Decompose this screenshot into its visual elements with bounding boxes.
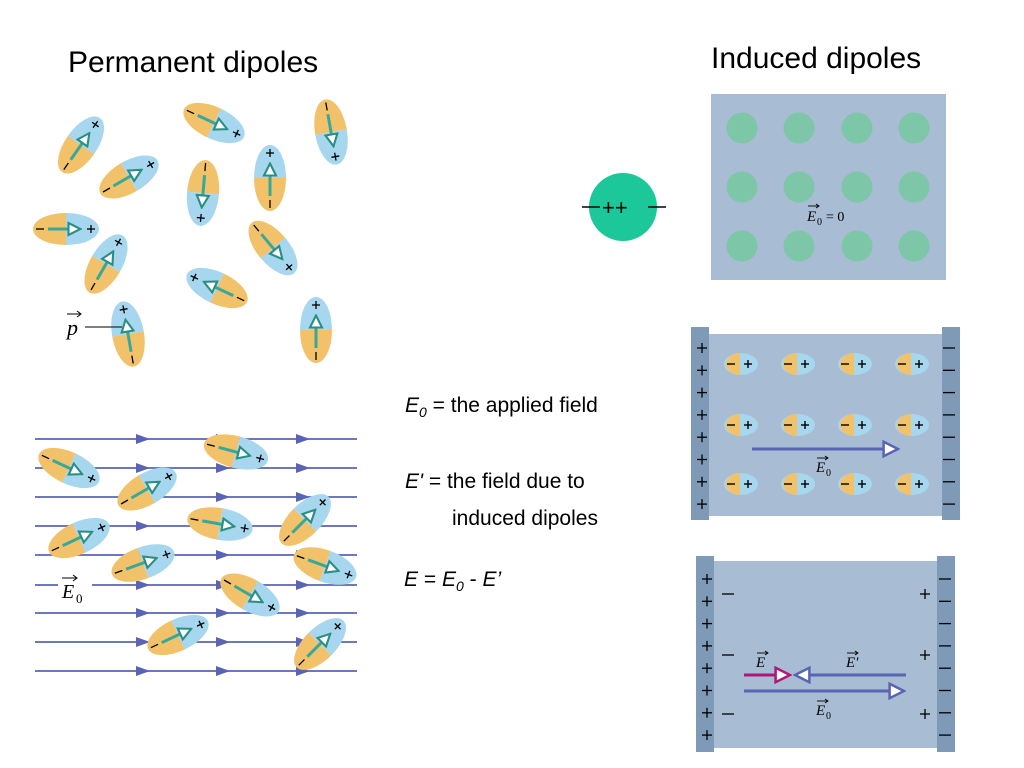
aligned-dipole xyxy=(38,447,100,489)
svg-text:E′: E′ xyxy=(845,655,859,671)
equation-net-field: E = E0 - E’ xyxy=(404,568,502,595)
plate-plus-charge xyxy=(697,454,707,465)
permanent-dipole xyxy=(33,213,99,245)
atoms-no-field-panel: E 0 = 0 xyxy=(711,94,946,280)
plate-plus-charge xyxy=(702,596,712,607)
plate-plus-charge xyxy=(702,640,712,651)
plate-plus-charge xyxy=(697,343,707,353)
svg-text:E: E xyxy=(755,655,765,671)
induced-dipole xyxy=(895,353,929,375)
permanent-dipole xyxy=(186,160,220,226)
net-field-panel: E E′ E 0 xyxy=(696,556,955,752)
permanent-dipole xyxy=(186,267,248,309)
e0-field-label: E 0 xyxy=(58,574,92,606)
svg-text:++: ++ xyxy=(602,195,628,220)
induced-dipole xyxy=(781,414,815,436)
atom-circle xyxy=(898,112,930,144)
aligned-dipole xyxy=(48,517,110,559)
plate-plus-charge xyxy=(697,365,707,376)
permanent-dipole xyxy=(84,234,128,294)
atom-circle xyxy=(783,171,815,203)
induced-dipole xyxy=(724,414,758,436)
plate-plus-charge xyxy=(697,387,707,398)
induced-dipole xyxy=(895,414,929,436)
aligned-dipole xyxy=(147,614,209,656)
atom-circle xyxy=(726,171,758,203)
surface-plus-charge xyxy=(920,589,930,599)
plate-plus-charge xyxy=(702,707,712,718)
plate-plus-charge xyxy=(702,730,712,741)
atom-circle xyxy=(726,112,758,144)
induced-dipole xyxy=(838,473,872,495)
svg-text:0: 0 xyxy=(76,591,83,606)
atom-circle xyxy=(841,112,873,144)
aligned-dipole xyxy=(220,573,280,617)
equation-induced-field: E' = the field due to xyxy=(405,470,585,493)
svg-text:= 0: = 0 xyxy=(826,210,844,225)
permanent-dipoles-title: Permanent dipoles xyxy=(68,46,319,79)
induced-dipole xyxy=(838,414,872,436)
svg-text:E: E xyxy=(806,209,816,225)
p-vector-label: p xyxy=(65,310,122,340)
induced-dipole xyxy=(781,353,815,375)
atom-circle xyxy=(783,112,815,144)
panel2-e0-label: E 0 xyxy=(815,455,831,479)
aligned-dipole xyxy=(203,434,269,470)
surface-plus-charge xyxy=(920,650,930,660)
induced-dipole xyxy=(724,473,758,495)
permanent-dipole xyxy=(183,102,245,144)
aligned-dipole xyxy=(111,544,175,582)
permanent-dipole xyxy=(248,220,298,276)
svg-text:E: E xyxy=(61,581,74,603)
permanent-dipoles-group xyxy=(33,99,348,367)
plate-plus-charge xyxy=(697,499,707,510)
svg-text:0: 0 xyxy=(817,217,822,228)
svg-text:E: E xyxy=(815,460,825,476)
induced-dipole xyxy=(724,353,758,375)
aligned-dipoles-group xyxy=(38,434,357,670)
induced-dipole xyxy=(838,353,872,375)
surface-plus-charge xyxy=(920,709,930,719)
aligned-dipole xyxy=(293,547,357,585)
aligned-dipole xyxy=(279,494,331,546)
aligned-dipole xyxy=(187,507,253,541)
permanent-dipole xyxy=(300,297,332,363)
charge-ball: ++ xyxy=(582,173,666,241)
panel3-e-label: E xyxy=(755,650,769,671)
plate-plus-charge xyxy=(697,432,707,443)
equation-applied-field: E0 = the applied field xyxy=(405,394,598,421)
aligned-dipole xyxy=(117,467,177,511)
plate-plus-charge xyxy=(702,574,712,584)
atom-circle xyxy=(841,171,873,203)
permanent-dipole xyxy=(57,116,105,174)
svg-text:p: p xyxy=(65,315,78,340)
svg-text:0: 0 xyxy=(826,468,831,479)
plate-plus-charge xyxy=(702,685,712,696)
permanent-dipole xyxy=(314,99,348,165)
svg-text:E: E xyxy=(815,703,825,719)
plate-plus-charge xyxy=(697,476,707,487)
atom-circle xyxy=(898,230,930,262)
equation-induced-field-cont: induced dipoles xyxy=(452,507,598,530)
panel3-e0-label: E 0 xyxy=(815,698,831,722)
panel3-eprime-label: E′ xyxy=(845,650,859,671)
atom-circle xyxy=(726,230,758,262)
atom-circle xyxy=(783,230,815,262)
plate-plus-charge xyxy=(697,409,707,420)
aligned-dipole xyxy=(294,618,346,670)
induced-dipoles-panel: E 0 xyxy=(691,327,960,520)
induced-dipole xyxy=(895,473,929,495)
permanent-dipole xyxy=(254,145,286,211)
induced-dipoles-title: Induced dipoles xyxy=(711,42,922,75)
atom-circle xyxy=(841,230,873,262)
e0-zero-label: E 0 = 0 xyxy=(806,203,844,228)
svg-text:0: 0 xyxy=(826,711,831,722)
induced-dipole xyxy=(781,473,815,495)
plate-plus-charge xyxy=(702,663,712,674)
permanent-dipole xyxy=(99,155,159,199)
plate-plus-charge xyxy=(702,618,712,629)
atom-circle xyxy=(898,171,930,203)
permanent-dipole xyxy=(111,301,145,367)
